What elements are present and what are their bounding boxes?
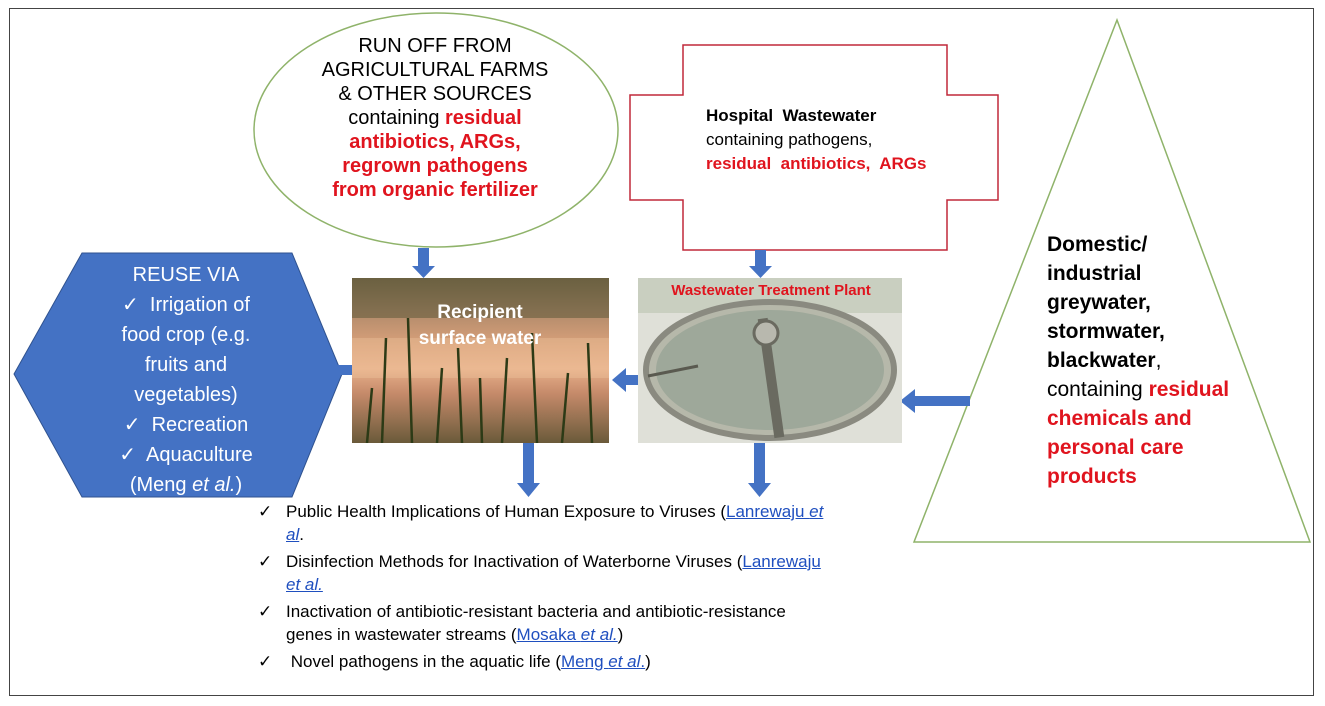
reuse-heading: REUSE VIA: [132, 264, 240, 286]
reeds-graphic: [352, 278, 609, 443]
arrow-hospital-to-plant: [749, 250, 772, 278]
citation-link-text: Meng: [561, 652, 609, 671]
domestic-line-7: chemicals and: [1047, 407, 1192, 430]
runoff-line-5: antibiotics, ARGs,: [349, 131, 521, 153]
reuse-item-irrigation: ✓ Irrigation of: [70, 290, 302, 320]
bullet-1-text: Public Health Implications of Human Expo…: [286, 502, 726, 521]
check-icon: ✓: [119, 444, 136, 466]
domestic-line-2: industrial: [1047, 262, 1142, 285]
reuse-citation-post: ): [235, 474, 243, 496]
runoff-line-4-red: residual: [445, 107, 522, 129]
citation-link-em: et: [809, 502, 824, 521]
citation-link-em: et al: [608, 652, 641, 671]
citation-link-lanrewaju-2[interactable]: Lanrewaju: [742, 552, 821, 571]
reuse-item-1d: vegetables): [134, 384, 238, 406]
hospital-text: Hospital Wastewater containing pathogens…: [706, 104, 956, 176]
reuse-item-1a: Irrigation of: [149, 294, 250, 316]
check-icon: ✓: [122, 294, 139, 316]
citation-link-post: .: [640, 652, 646, 671]
list-item: ✓ Novel pathogens in the aquatic life (M…: [258, 650, 948, 673]
domestic-line-6-plain: containing: [1047, 378, 1149, 401]
citation-link-em: et al.: [580, 625, 618, 644]
wastewater-treatment-plant-label: Wastewater Treatment Plant: [671, 282, 871, 299]
bullet-4-text: Novel pathogens in the aquatic life (: [286, 652, 562, 671]
citation-link-meng[interactable]: Meng et al.: [561, 652, 645, 671]
runoff-line-3: & OTHER SOURCES: [338, 83, 532, 105]
list-item: ✓ Public Health Implications of Human Ex…: [258, 500, 948, 546]
arrow-plant-down: [748, 443, 771, 497]
reuse-item-3: Aquaculture: [146, 444, 253, 466]
reuse-citation-pre: (Meng: [129, 474, 193, 496]
arrow-plant-to-water: [612, 368, 640, 392]
runoff-text: RUN OFF FROM AGRICULTURAL FARMS & OTHER …: [280, 34, 590, 202]
domestic-line-6: containing residual: [1047, 375, 1277, 404]
runoff-line-7: from organic fertilizer: [332, 179, 538, 201]
list-item: ✓ Disinfection Methods for Inactivation …: [258, 550, 948, 596]
reuse-item-recreation: ✓ Recreation: [70, 410, 302, 440]
domestic-triangle: [912, 17, 1312, 543]
domestic-line-5-comma: ,: [1155, 349, 1162, 372]
wastewater-treatment-plant-photo: [638, 278, 902, 443]
reuse-item-1b: food crop (e.g.: [121, 324, 251, 346]
citation-link-lanrewaju-1[interactable]: Lanrewaju et: [726, 502, 823, 521]
citation-link-em: et al.: [286, 575, 323, 594]
citation-link-mosaka[interactable]: Mosaka et al.: [517, 625, 618, 644]
bullet-3-text: Inactivation of antibiotic-resistant bac…: [286, 602, 786, 621]
citation-link-text: Lanrewaju: [726, 502, 810, 521]
bullet-3-line-2: genes in wastewater streams (: [286, 625, 517, 644]
domestic-line-5: blackwater,: [1047, 346, 1277, 375]
runoff-line-4: containing residual: [280, 106, 590, 130]
hospital-title: Hospital Wastewater: [706, 106, 877, 125]
runoff-line-1: RUN OFF FROM: [358, 35, 512, 57]
water-label-line-1: Recipient: [437, 302, 523, 323]
citation-link-em: al: [286, 525, 300, 544]
recipient-surface-water-photo: [352, 278, 609, 443]
bullet-4-post: ): [645, 652, 651, 671]
runoff-line-4-plain: containing: [348, 107, 446, 129]
list-item: ✓ Inactivation of antibiotic-resistant b…: [258, 600, 948, 646]
bullet-3-post: ): [617, 625, 624, 644]
arrow-runoff-to-water: [412, 248, 435, 278]
reuse-item-2: Recreation: [151, 414, 249, 436]
runoff-line-6: regrown pathogens: [342, 155, 528, 177]
water-label-line-2: surface water: [418, 328, 542, 349]
hospital-line-2: containing pathogens,: [706, 130, 873, 149]
arrow-domestic-to-plant: [900, 389, 970, 413]
implications-list: ✓ Public Health Implications of Human Ex…: [258, 500, 948, 677]
figure-border: [9, 8, 1314, 696]
arrow-water-down: [517, 443, 540, 497]
runoff-line-2: AGRICULTURAL FARMS: [321, 59, 549, 81]
citation-link-lanrewaju-2-cont[interactable]: et al.: [286, 575, 323, 594]
domestic-line-5-bold: blackwater: [1047, 349, 1156, 372]
domestic-line-3: greywater,: [1047, 291, 1151, 314]
reuse-item-1c: fruits and: [144, 354, 228, 376]
check-icon: ✓: [258, 502, 273, 521]
reuse-citation-em: et al.: [192, 474, 236, 496]
domestic-line-1: Domestic/: [1047, 233, 1148, 256]
domestic-line-8: personal care: [1047, 436, 1184, 459]
reuse-hexagon: [13, 252, 343, 498]
arrow-water-to-reuse: [316, 358, 352, 382]
citation-link-text: Mosaka: [516, 625, 581, 644]
check-icon: ✓: [258, 602, 273, 621]
reuse-item-citation: (Meng et al.): [70, 470, 302, 500]
domestic-line-6-red: residual: [1148, 378, 1230, 401]
reuse-text: REUSE VIA ✓ Irrigation of food crop (e.g…: [70, 260, 302, 500]
check-icon: ✓: [123, 414, 141, 436]
check-icon: ✓: [258, 652, 273, 671]
recipient-surface-water-label: Recipient surface water: [395, 300, 565, 352]
runoff-ellipse: [253, 12, 619, 248]
hospital-line-3: residual antibiotics, ARGs: [706, 154, 927, 173]
domestic-text: Domestic/ industrial greywater, stormwat…: [1047, 230, 1277, 491]
domestic-line-9: products: [1047, 465, 1137, 488]
reuse-item-aquaculture: ✓ Aquaculture: [70, 440, 302, 470]
bullet-2-text: Disinfection Methods for Inactivation of…: [286, 552, 743, 571]
domestic-line-4: stormwater,: [1047, 320, 1165, 343]
check-icon: ✓: [258, 552, 273, 571]
citation-link-lanrewaju-1-cont[interactable]: al: [286, 525, 299, 544]
bullet-1-post: .: [299, 525, 304, 544]
hospital-cross-shape: [629, 44, 999, 251]
plant-tank-graphic: [638, 278, 902, 441]
